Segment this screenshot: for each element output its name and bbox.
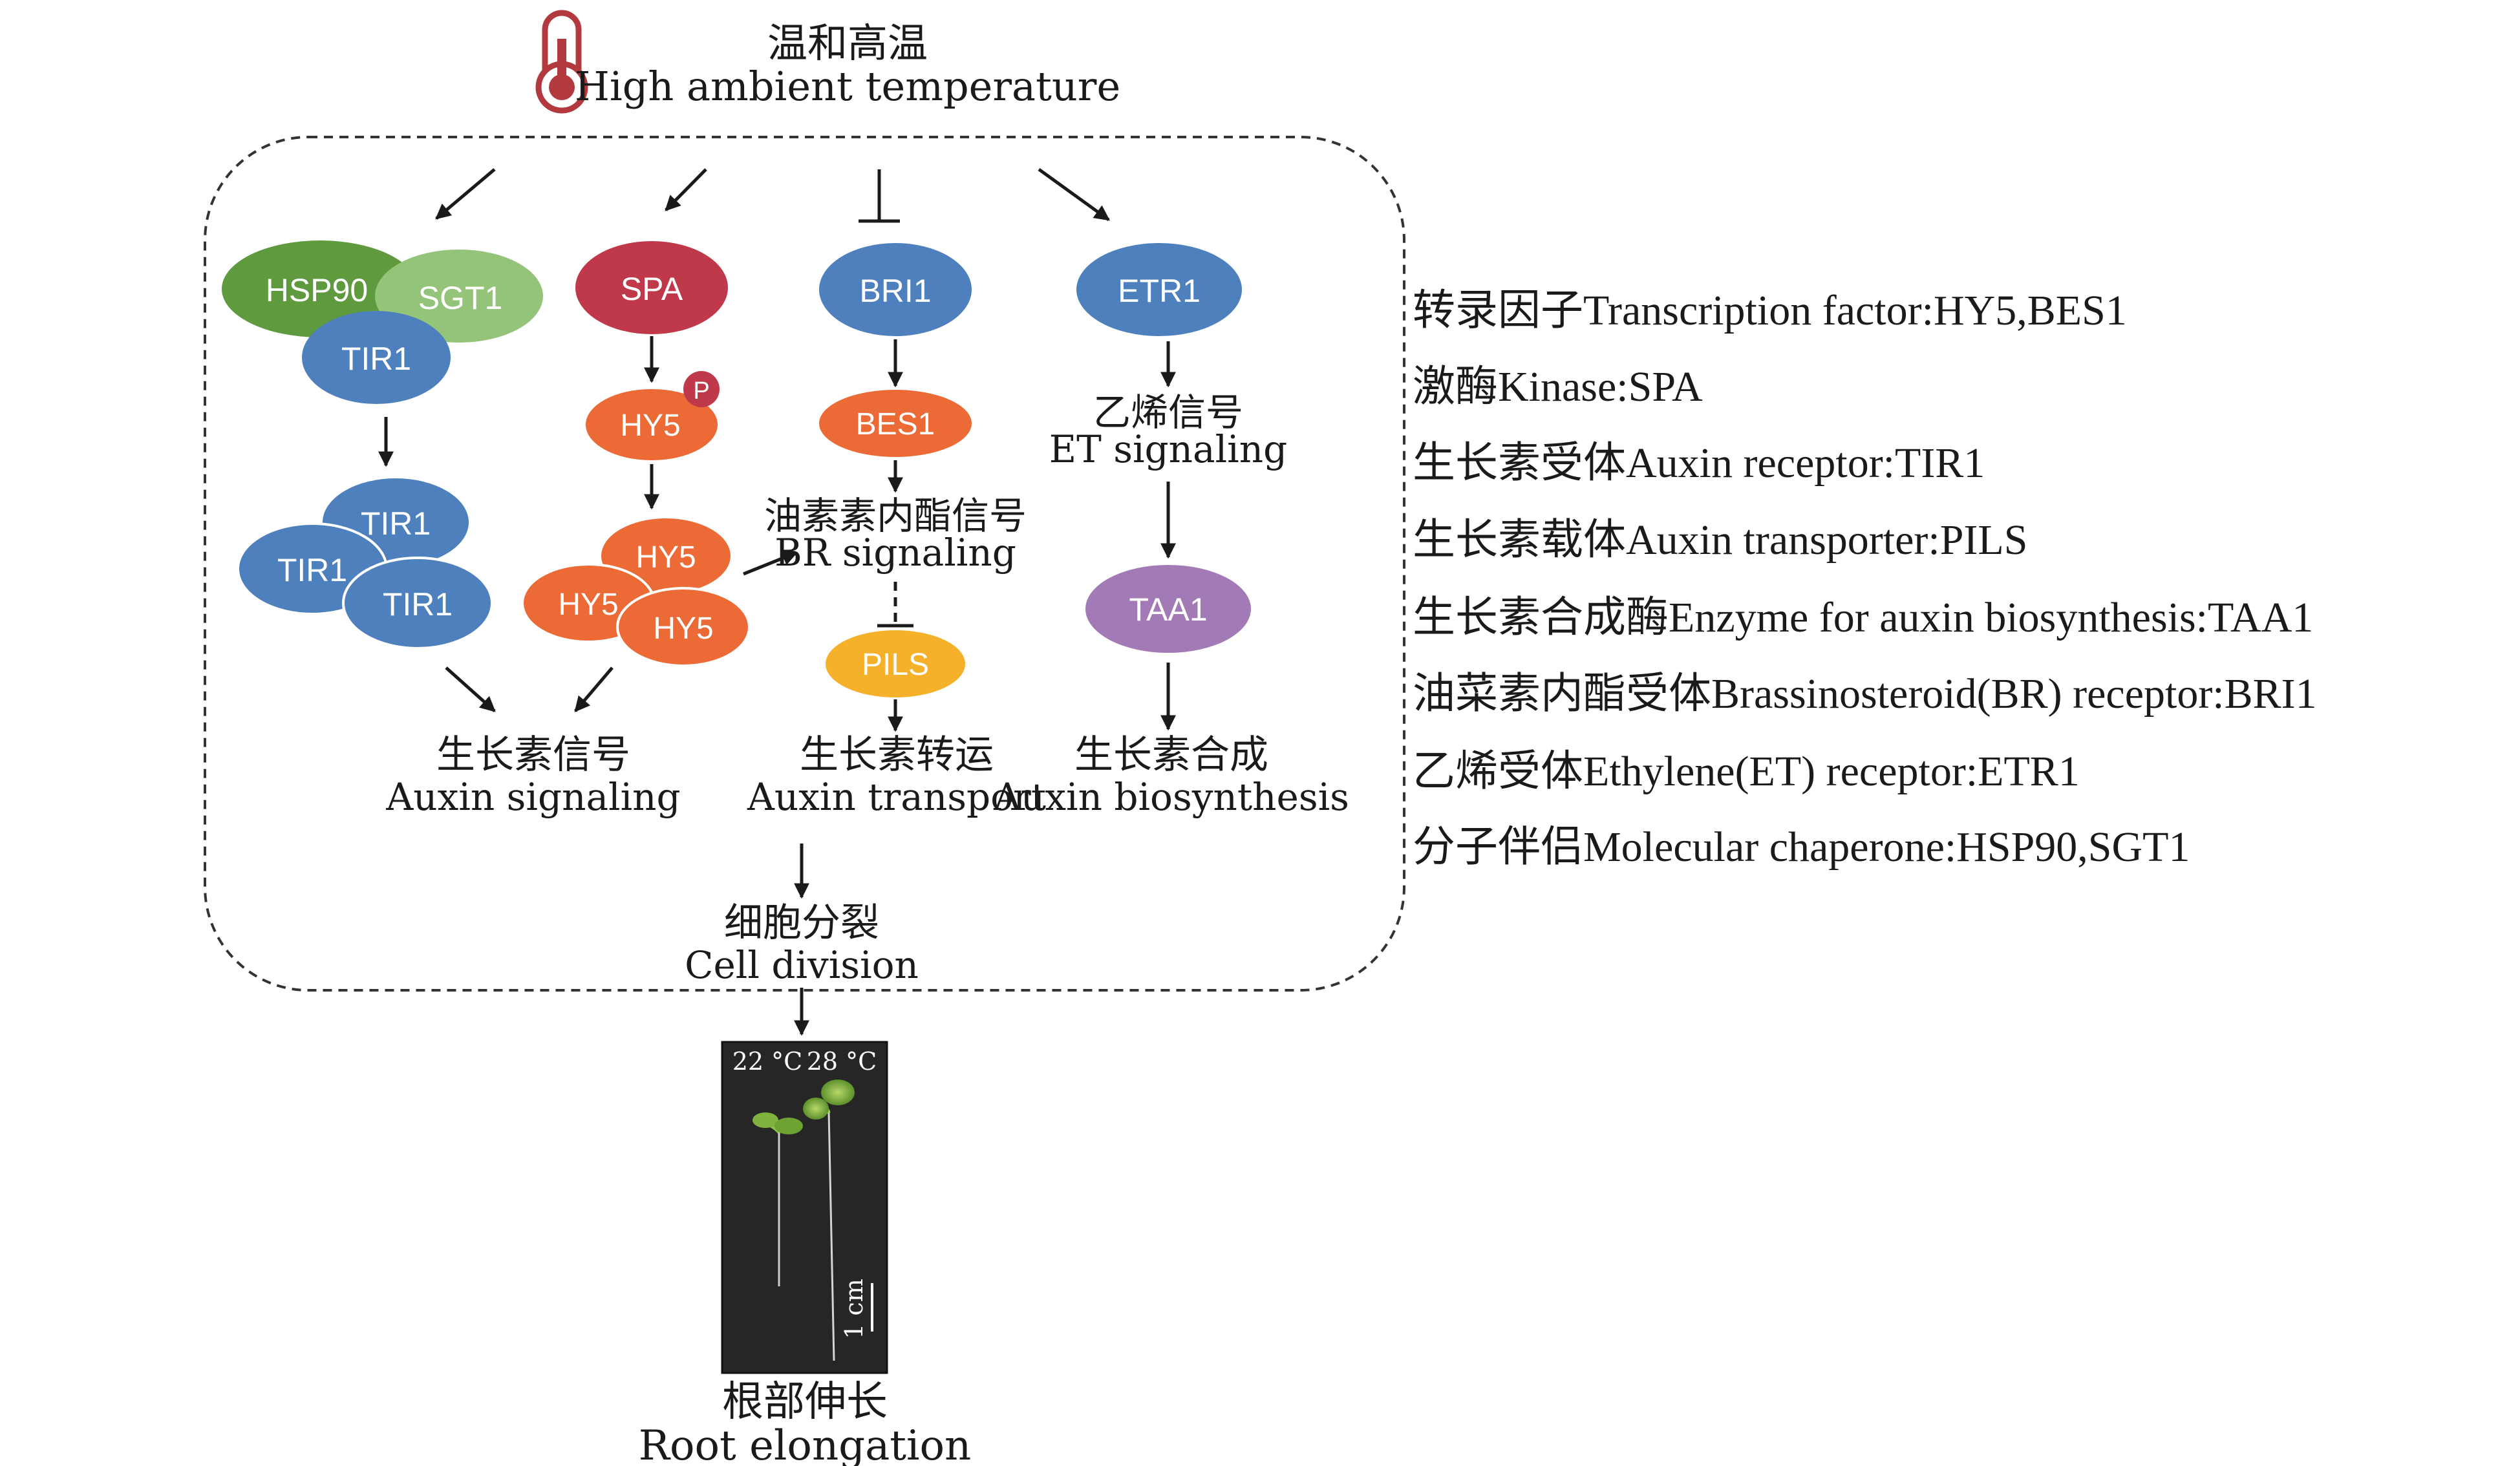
header-title-cn: 温和高温 <box>767 19 928 67</box>
legend: 转录因子Transcription factor:HY5,BES1 激酶Kina… <box>1413 287 2317 871</box>
node-bri1: BRI1 <box>859 273 931 309</box>
legend-item: 乙烯受体Ethylene(ET) receptor:ETR1 <box>1413 748 2080 795</box>
node-etr1: ETR1 <box>1118 273 1201 309</box>
temp-left-label: 22 °C <box>732 1047 803 1076</box>
legend-item: 分子伴侣Molecular chaperone:HSP90,SGT1 <box>1413 823 2190 871</box>
br-signaling-en: BR signaling <box>774 531 1016 575</box>
legend-item: 油菜素内酯受体Brassinosteroid(BR) receptor:BRI1 <box>1413 670 2317 717</box>
et-signaling-en: ET signaling <box>1049 427 1287 471</box>
auxin-transport-en: Auxin transport <box>747 775 1046 819</box>
node-tir1-c: TIR1 <box>383 586 453 622</box>
node-hsp90: HSP90 <box>266 272 368 308</box>
tir1-trimer: TIR1 TIR1 TIR1 <box>237 476 493 650</box>
header-title-en: High ambient temperature <box>575 63 1120 110</box>
auxin-biosynthesis-cn: 生长素合成 <box>1074 732 1268 778</box>
hsp90-complex: HSP90 SGT1 TIR1 <box>222 240 543 404</box>
bes1-node: BES1 <box>819 390 972 457</box>
cell-boundary <box>204 136 1405 992</box>
node-pils: PILS <box>862 648 929 682</box>
node-taa1: TAA1 <box>1129 591 1207 628</box>
auxin-transport-cn: 生长素转运 <box>800 732 994 778</box>
node-tir1-b: TIR1 <box>277 552 347 588</box>
inhibit-br-pils <box>877 582 913 628</box>
auxin-signaling-cn: 生长素信号 <box>436 732 630 778</box>
node-tir1: TIR1 <box>341 341 411 377</box>
legend-item: 生长素载体Auxin transporter:PILS <box>1413 516 2027 564</box>
pils-node: PILS <box>826 630 965 697</box>
hy5-node: HY5 P <box>586 371 720 460</box>
spa-node: SPA <box>575 241 728 334</box>
legend-item: 激酶Kinase:SPA <box>1413 363 1703 410</box>
node-sgt1: SGT1 <box>418 280 503 316</box>
node-bes1: BES1 <box>856 407 935 441</box>
node-hy5: HY5 <box>620 409 680 443</box>
etr1-node: ETR1 <box>1076 243 1242 336</box>
legend-item: 生长素受体Auxin receptor:TIR1 <box>1413 440 1985 487</box>
auxin-biosynthesis-en: Auxin biosynthesis <box>993 775 1349 819</box>
node-tir1-a: TIR1 <box>361 505 431 542</box>
node-hy5-c: HY5 <box>653 611 713 646</box>
root-elongation-en: Root elongation <box>639 1422 971 1466</box>
legend-item: 转录因子Transcription factor:HY5,BES1 <box>1413 287 2127 334</box>
cell-division-en: Cell division <box>685 943 919 987</box>
top-arrows <box>435 167 1110 223</box>
root-elongation-cn: 根部伸长 <box>722 1378 888 1426</box>
scale-bar-label: 1 cm <box>840 1279 868 1339</box>
legend-item: 生长素合成酶Enzyme for auxin biosynthesis:TAA1 <box>1413 594 2313 641</box>
node-hy5-b: HY5 <box>558 588 618 622</box>
arrow-tir1-auxin <box>445 666 496 712</box>
arrow-hy5-auxin <box>574 666 614 712</box>
seedling-photo: 22 °C 28 °C 1 cm <box>721 1041 888 1374</box>
br-signaling-cn: 油素素内酯信号 <box>764 494 1027 538</box>
temp-right-label: 28 °C <box>807 1047 877 1076</box>
arrow-hy5-br <box>743 550 798 576</box>
thermometer-icon <box>535 10 588 114</box>
node-spa: SPA <box>621 271 683 307</box>
hy5-trimer: HY5 HY5 HY5 <box>521 516 751 667</box>
taa1-node: TAA1 <box>1085 565 1251 653</box>
et-signaling-cn: 乙烯信号 <box>1093 390 1243 434</box>
auxin-signaling-en: Auxin signaling <box>385 775 680 819</box>
cell-division-cn: 细胞分裂 <box>724 900 879 946</box>
phosphate-icon <box>683 371 720 407</box>
bri1-node: BRI1 <box>819 243 972 336</box>
node-hy5-a: HY5 <box>635 540 696 575</box>
node-p: P <box>693 377 709 405</box>
